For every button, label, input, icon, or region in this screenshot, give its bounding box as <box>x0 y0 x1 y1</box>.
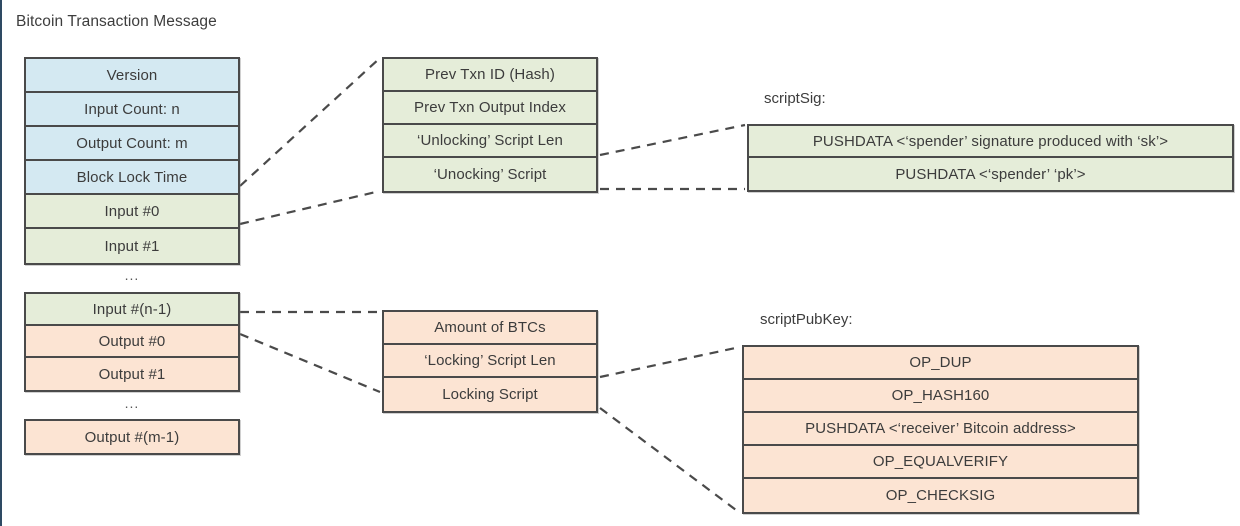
tx-header-row: Input Count: n <box>26 93 238 127</box>
input-detail-row: Prev Txn ID (Hash) <box>384 59 596 92</box>
script-sig-label: scriptSig: <box>764 90 826 107</box>
page-title: Bitcoin Transaction Message <box>16 13 217 30</box>
script-pub-key-row: PUSHDATA <‘receiver’ Bitcoin address> <box>744 413 1137 446</box>
output-detail-row: Locking Script <box>384 378 596 411</box>
inputs-ellipsis: ... <box>124 267 140 283</box>
tx-entry-row: Output #1 <box>26 358 238 390</box>
tx-entry-row: Input #(n-1) <box>26 294 238 326</box>
input-detail-box: Prev Txn ID (Hash)Prev Txn Output Index‘… <box>382 57 598 193</box>
output-detail-row: Amount of BTCs <box>384 312 596 345</box>
script-sig-row: PUSHDATA <‘spender’ signature produced w… <box>749 126 1232 158</box>
script-sig-box: PUSHDATA <‘spender’ signature produced w… <box>747 124 1234 192</box>
input0-to-input-detail-top <box>239 57 381 187</box>
input-detail-row: ‘Unlocking’ Script Len <box>384 125 596 158</box>
last-output-group: Output #(m-1) <box>24 419 240 455</box>
input-detail-row: Prev Txn Output Index <box>384 92 596 125</box>
output-detail-row: ‘Locking’ Script Len <box>384 345 596 378</box>
input0-to-input-detail-bottom <box>239 189 381 226</box>
outputs-ellipsis: ... <box>124 395 140 411</box>
tx-output-row: Output #(m-1) <box>26 421 238 453</box>
script-pub-key-label: scriptPubKey: <box>760 311 853 328</box>
script-pub-key-row: OP_EQUALVERIFY <box>744 446 1137 479</box>
script-pub-key-row: OP_DUP <box>744 347 1137 380</box>
tx-header-row: Block Lock Time <box>26 161 238 195</box>
script-pub-key-row: OP_CHECKSIG <box>744 479 1137 512</box>
script-sig-row: PUSHDATA <‘spender’ ‘pk’> <box>749 158 1232 190</box>
unlocking-script-to-scriptsig-top <box>599 123 746 157</box>
locking-script-to-scriptpubkey-bottom <box>599 407 741 514</box>
tx-entry-row: Output #0 <box>26 326 238 358</box>
output0-to-output-detail-bottom <box>239 332 381 394</box>
tx-header-row: Version <box>26 59 238 93</box>
tx-input-row: Input #1 <box>26 229 238 263</box>
input-detail-row: ‘Unocking’ Script <box>384 158 596 191</box>
locking-script-to-scriptpubkey-top <box>599 345 741 379</box>
tx-input-row: Input #0 <box>26 195 238 229</box>
tx-header-row: Output Count: m <box>26 127 238 161</box>
script-pub-key-row: OP_HASH160 <box>744 380 1137 413</box>
